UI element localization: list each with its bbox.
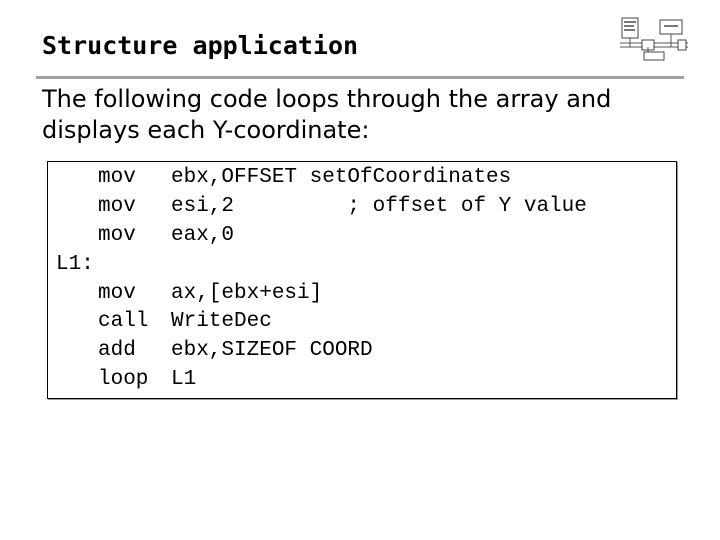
intro-text: The following code loops through the arr… [42, 84, 682, 146]
computer-architecture-diagram-icon [620, 17, 688, 61]
intro-line: The following code loops through the arr… [42, 85, 612, 113]
slide-title: Structure application [42, 31, 359, 60]
code-line: L1: [56, 252, 94, 276]
title-divider [36, 76, 684, 79]
intro-line: displays each Y-coordinate: [42, 116, 370, 144]
